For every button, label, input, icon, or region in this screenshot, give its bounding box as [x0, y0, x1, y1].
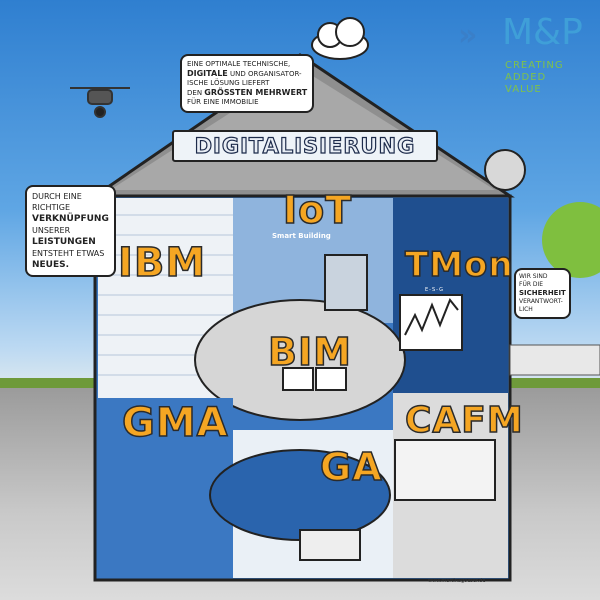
footer-url[interactable]: www.martinagoeser.de [428, 578, 486, 584]
bubble-text: für eine Immobilie [187, 98, 259, 106]
speech-bubble-right: Wir sind für die Sicherheit verantwort- … [514, 268, 571, 319]
module-bim: BIM [267, 329, 352, 375]
bubble-text: ische Lösung liefert [187, 79, 270, 87]
tagline-line: ADDED [505, 72, 547, 83]
bubble-text: Verknüpfung [32, 214, 109, 224]
bubble-text: Durch eine [32, 192, 82, 201]
bubble-text: lich [519, 306, 533, 313]
bubble-text: grössten Mehrwert [204, 88, 308, 97]
bubble-text: Sicherheit [519, 289, 566, 297]
elevator-icon [324, 254, 368, 311]
bubble-text: und organisator- [229, 70, 302, 78]
bubble-text: verantwort- [519, 298, 563, 305]
module-ga: GA [319, 444, 383, 490]
bubble-text: eine optimale technische, [187, 60, 291, 68]
tmon-subtitle: E-S-G [425, 287, 444, 293]
radiator-icon [299, 529, 361, 561]
bubble-text: unserer [32, 226, 71, 235]
drone-icon [70, 87, 130, 118]
tagline-line: CREATING [505, 60, 564, 71]
logo-brand: M&P [502, 12, 583, 53]
logo-tagline: CREATING ADDED VALUE [505, 60, 564, 96]
chart-board [399, 294, 463, 351]
bubble-text: für die [519, 281, 544, 288]
monitor-icon [315, 367, 347, 391]
satellite-dish-icon [484, 149, 526, 191]
cloud-icon [311, 17, 369, 60]
iot-subtitle: Smart Building [272, 232, 331, 240]
speech-bubble-left: Durch eine richtige Verknüpfung unserer … [25, 185, 116, 277]
monitor-icon [282, 367, 314, 391]
tagline-line: VALUE [505, 84, 542, 95]
module-ibm: IBM [117, 239, 207, 287]
module-cafm: CAFM [404, 399, 524, 442]
tree-icon [542, 202, 600, 278]
bubble-text: Wir sind [519, 273, 548, 280]
bubble-text: DIGITALE [187, 69, 228, 78]
module-gma: GMA [121, 399, 229, 447]
speech-bubble-top: eine optimale technische, DIGITALE und o… [180, 54, 315, 113]
bubble-text: richtige [32, 203, 71, 212]
cafm-screen [394, 439, 496, 501]
module-tmon: TMon [404, 244, 514, 286]
bubble-text: Neues. [32, 260, 70, 270]
bubble-text: entsteht etwas [32, 249, 105, 258]
digitalisierung-banner: DIGITALISIERUNG [172, 130, 438, 162]
fence [509, 344, 600, 376]
bubble-text: Leistungen [32, 237, 96, 247]
bubble-text: den [187, 89, 203, 97]
logo-chevrons-icon: » [458, 18, 478, 53]
module-iot: IoT [282, 187, 353, 233]
